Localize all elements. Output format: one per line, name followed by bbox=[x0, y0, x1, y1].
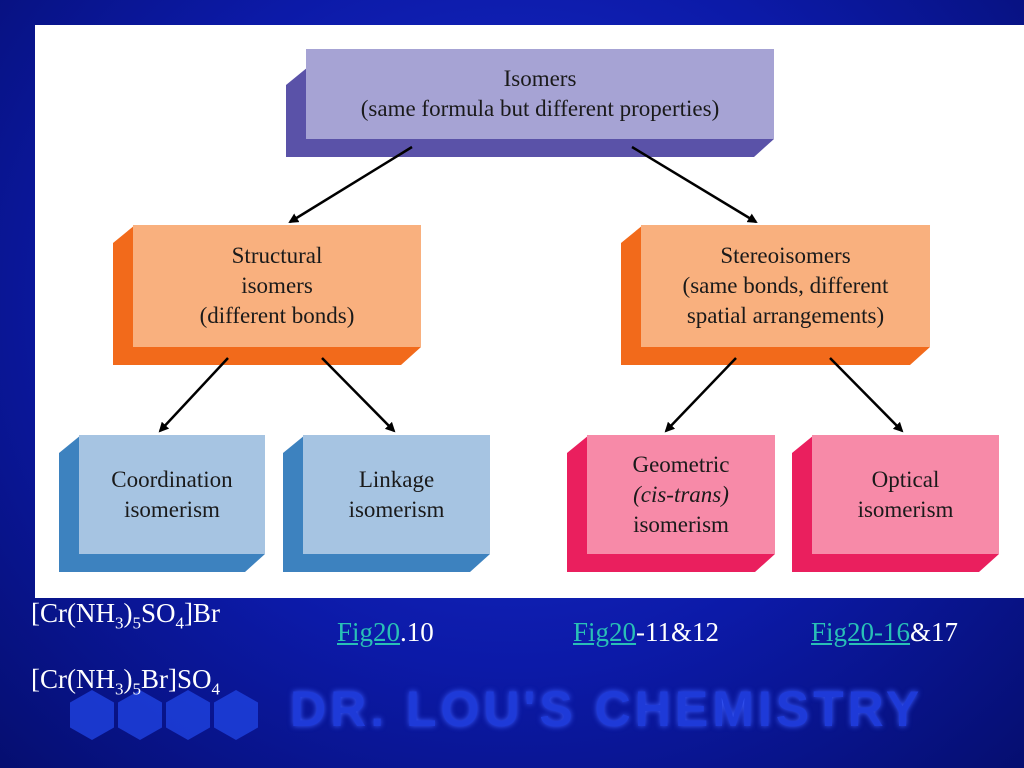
linkage-isomerism-box: Linkage isomerism bbox=[283, 435, 490, 572]
isomers-subtitle: (same formula but different properties) bbox=[360, 96, 720, 121]
structural-isomers-box: Structural isomers (different bonds) bbox=[113, 225, 421, 365]
arrow-isomers-to-stereo bbox=[631, 145, 758, 224]
linkage-line-2: isomerism bbox=[348, 496, 445, 522]
optical-line-1: Optical bbox=[871, 466, 940, 492]
arrow-stereo-to-geometric bbox=[664, 357, 737, 433]
formula-1-sub: 3 bbox=[114, 613, 124, 633]
formula-1-part: ]Br bbox=[184, 598, 220, 628]
geometric-line-2: (cis-trans) bbox=[633, 481, 729, 507]
geometric-line-1: Geometric bbox=[632, 451, 730, 477]
stereo-line-1: Stereoisomers bbox=[720, 243, 851, 268]
formula-2-part: [Cr(NH bbox=[31, 664, 115, 694]
formula-2-part: ) bbox=[123, 664, 133, 694]
fig20-16-link[interactable]: Fig20-16 bbox=[811, 617, 911, 647]
formula-1-part: ) bbox=[123, 598, 133, 628]
figure-ref-3: Fig20-16&17 bbox=[811, 617, 958, 648]
geometric-line-3: isomerism bbox=[633, 511, 729, 537]
stereo-line-2: (same bonds, different bbox=[682, 273, 889, 298]
coordination-line-1: Coordination bbox=[111, 466, 233, 492]
structural-line-3: (different bonds) bbox=[199, 303, 355, 328]
coordination-line-2: isomerism bbox=[124, 496, 220, 522]
isomers-box: Isomers (same formula but different prop… bbox=[286, 49, 774, 157]
formula-2: [Cr(NH3)5Br]SO4 bbox=[31, 664, 220, 699]
isomers-title: Isomers bbox=[503, 66, 577, 91]
formula-1-sub: 5 bbox=[132, 613, 141, 633]
coordination-isomerism-box: Coordination isomerism bbox=[59, 435, 265, 572]
formula-2-part: Br]SO bbox=[140, 664, 212, 694]
optical-line-2: isomerism bbox=[857, 496, 954, 522]
formula-1-part: SO bbox=[140, 598, 176, 628]
formula-2-sub: 3 bbox=[114, 679, 124, 699]
structural-line-2: isomers bbox=[241, 273, 313, 298]
stereo-line-3: spatial arrangements) bbox=[686, 303, 885, 328]
formula-1-part: [Cr(NH bbox=[31, 598, 115, 628]
linkage-line-1: Linkage bbox=[358, 466, 435, 492]
formula-1-sub: 4 bbox=[175, 613, 185, 633]
formula-2-sub: 4 bbox=[211, 679, 221, 699]
watermark: DR. LOU'S CHEMISTRY bbox=[290, 681, 924, 737]
arrow-structural-to-coordination bbox=[158, 357, 229, 433]
arrow-structural-to-linkage bbox=[321, 357, 396, 433]
formula-2-sub: 5 bbox=[132, 679, 141, 699]
fig20-link[interactable]: Fig20 bbox=[573, 617, 637, 647]
structural-line-1: Structural bbox=[231, 243, 323, 268]
arrow-stereo-to-optical bbox=[829, 357, 904, 433]
fig20-link[interactable]: Fig20 bbox=[337, 617, 401, 647]
arrow-isomers-to-structural bbox=[288, 145, 413, 224]
figure-ref-2-suffix: -11&12 bbox=[636, 617, 720, 647]
geometric-isomerism-box: Geometric (cis-trans) isomerism bbox=[567, 435, 775, 572]
stereoisomers-box: Stereoisomers (same bonds, different spa… bbox=[621, 225, 930, 365]
figure-ref-3-suffix: &17 bbox=[910, 617, 959, 647]
figure-ref-1-suffix: .10 bbox=[400, 617, 434, 647]
figure-ref-2: Fig20-11&12 bbox=[573, 617, 719, 648]
figure-ref-1: Fig20.10 bbox=[337, 617, 434, 648]
optical-isomerism-box: Optical isomerism bbox=[792, 435, 999, 572]
formula-1: [Cr(NH3)5SO4]Br bbox=[31, 598, 220, 633]
